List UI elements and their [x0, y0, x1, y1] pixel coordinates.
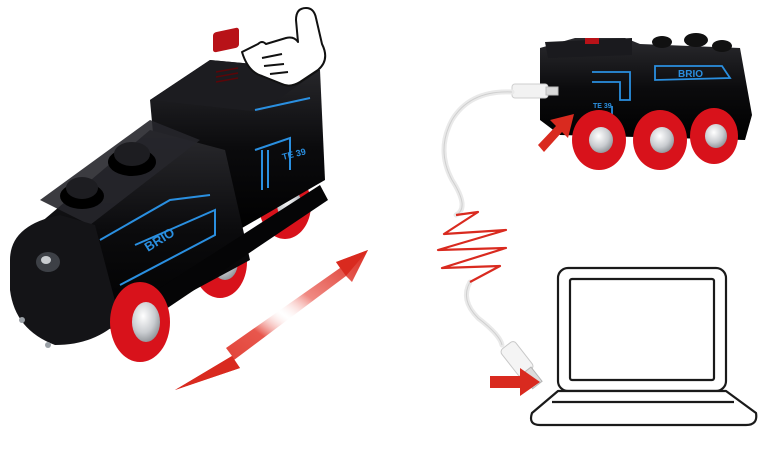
- double-arrow-icon: [175, 250, 368, 390]
- zigzag-signal-icon: [436, 210, 508, 283]
- laptop-icon: [529, 266, 758, 427]
- usb-port-arrow-icon: [490, 368, 540, 396]
- small-train-wheels: [572, 108, 738, 170]
- small-brand-label: BRIO: [678, 69, 703, 80]
- large-train-front-wheel: [110, 282, 170, 362]
- pointing-hand-icon: [241, 7, 327, 87]
- small-train: BRIO TE 39: [538, 33, 752, 170]
- large-train-trim: [99, 97, 311, 286]
- small-model-label: TE 39: [593, 103, 612, 110]
- large-train: BRIO TE 39: [10, 27, 328, 362]
- large-train-domes: [60, 142, 156, 209]
- large-train-body: [10, 60, 328, 345]
- large-train-switch: [213, 27, 239, 83]
- charge-port-arrow-icon: [538, 114, 574, 152]
- usb-cable: [441, 83, 559, 390]
